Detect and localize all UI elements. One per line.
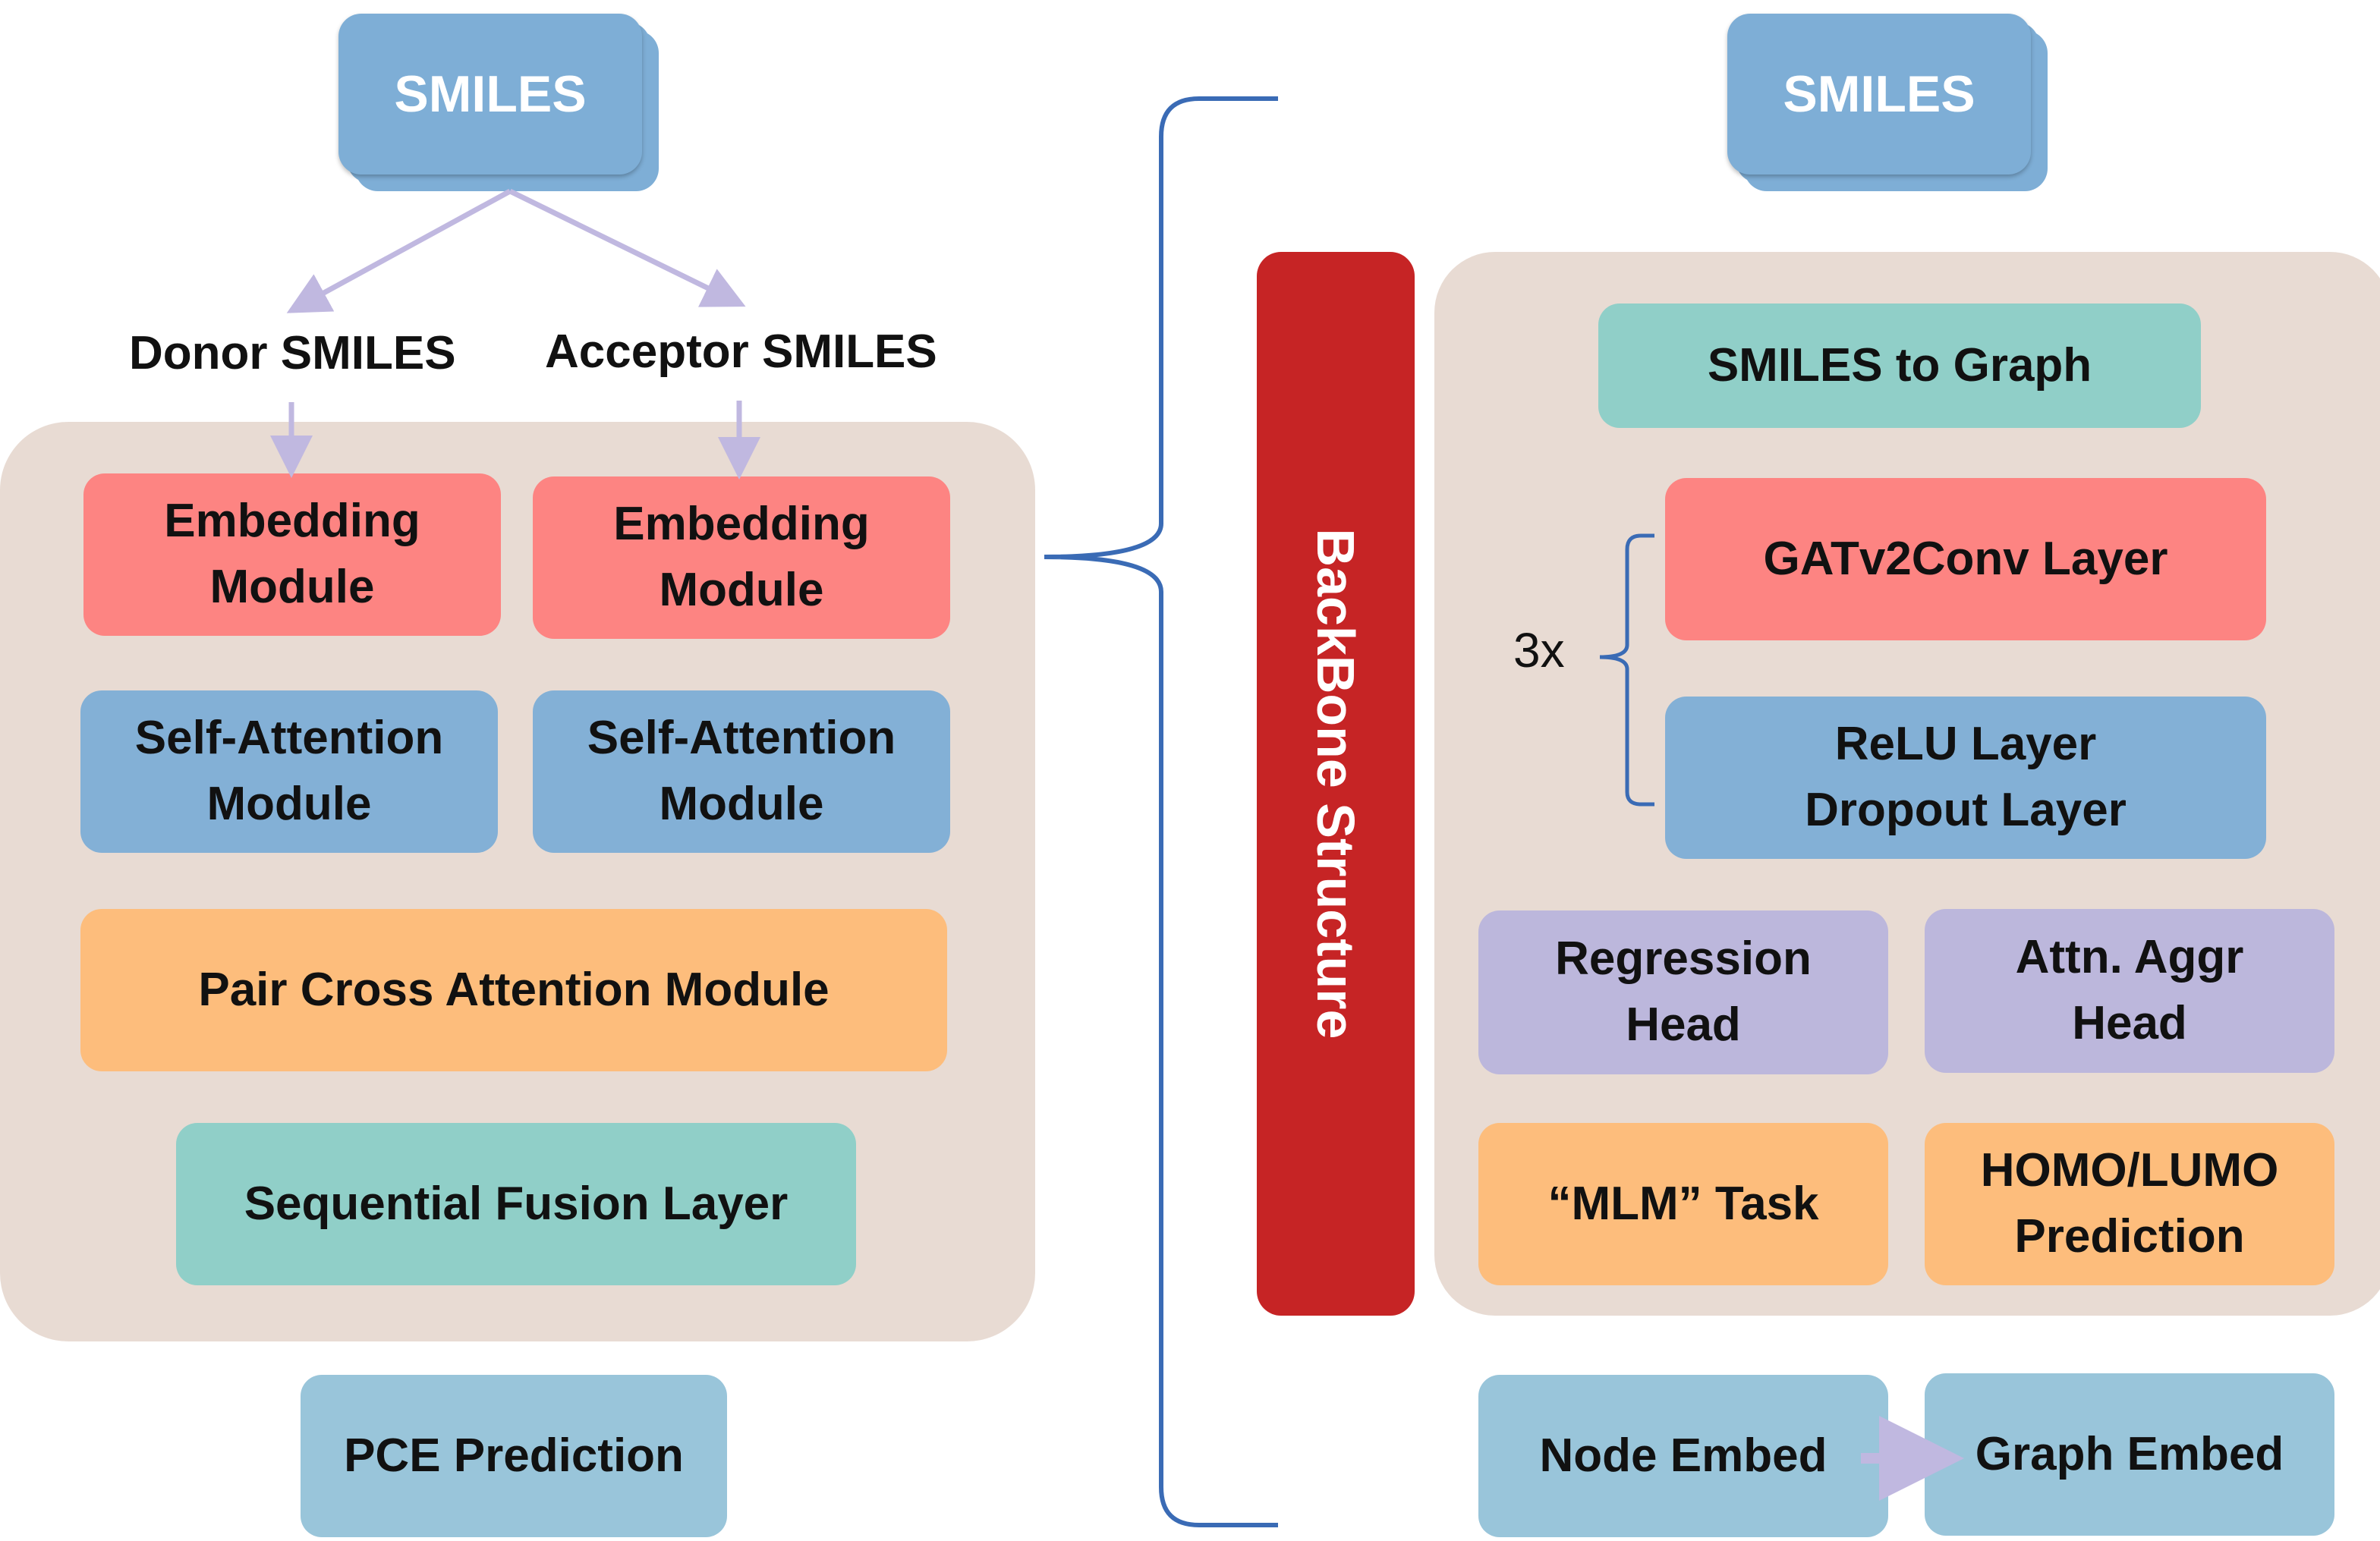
smiles-to-graph-box: SMILES to Graph [1598, 303, 2201, 428]
donor-embedding-module: Embedding Module [83, 473, 501, 636]
graph-embed-box: Graph Embed [1925, 1373, 2334, 1536]
homo-lumo-prediction-box: HOMO/LUMO Prediction [1925, 1123, 2334, 1285]
split-arrow-acceptor [508, 188, 746, 307]
acceptor-embedding-module: Embedding Module [533, 476, 950, 639]
relu-dropout-layer: ReLU Layer Dropout Layer [1665, 697, 2266, 859]
node-embed-box: Node Embed [1478, 1375, 1888, 1537]
regression-head: Regression Head [1478, 910, 1888, 1074]
right-smiles-stack: SMILES [1727, 14, 2054, 196]
repeat-brace [1599, 533, 1654, 807]
pce-prediction-box: PCE Prediction [301, 1375, 727, 1537]
donor-self-attention-module: Self-Attention Module [80, 690, 498, 853]
acceptor-smiles-label: Acceptor SMILES [545, 325, 937, 378]
right-smiles-label: SMILES [1783, 65, 1975, 123]
left-smiles-box: SMILES [338, 14, 642, 175]
right-smiles-box: SMILES [1727, 14, 2031, 175]
left-smiles-label: SMILES [394, 65, 587, 123]
sequential-fusion-layer: Sequential Fusion Layer [176, 1123, 856, 1285]
mlm-task-box: “MLM” Task [1478, 1123, 1888, 1285]
left-smiles-stack: SMILES [338, 14, 665, 196]
attn-aggr-head: Attn. Aggr Head [1925, 909, 2334, 1073]
repeat-count-label: 3x [1513, 623, 1565, 678]
split-arrow-donor [286, 188, 512, 313]
backbone-bar: BackBone Structure [1257, 252, 1415, 1316]
backbone-brace [1044, 96, 1278, 1527]
acceptor-self-attention-module: Self-Attention Module [533, 690, 950, 853]
gatv2conv-layer: GATv2Conv Layer [1665, 478, 2266, 640]
donor-smiles-label: Donor SMILES [129, 327, 456, 379]
pair-cross-attention-module: Pair Cross Attention Module [80, 909, 947, 1071]
